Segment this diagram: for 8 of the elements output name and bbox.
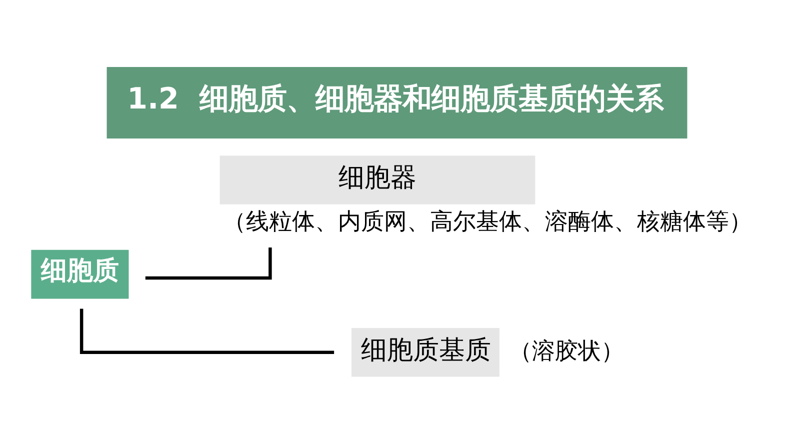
node-box: 细胞器 xyxy=(220,156,536,204)
node-label: （溶胶状） xyxy=(509,338,624,364)
connector xyxy=(145,248,272,280)
diagram-title: 1.2 细胞质、细胞器和细胞质基质的关系 xyxy=(127,81,664,116)
connector xyxy=(80,308,334,354)
node-box: 细胞质 xyxy=(31,250,129,299)
node-label: （线粒体、内质网、高尔基体、溶酶体、核糖体等） xyxy=(223,209,752,236)
node-box: 细胞质基质 xyxy=(351,328,500,377)
